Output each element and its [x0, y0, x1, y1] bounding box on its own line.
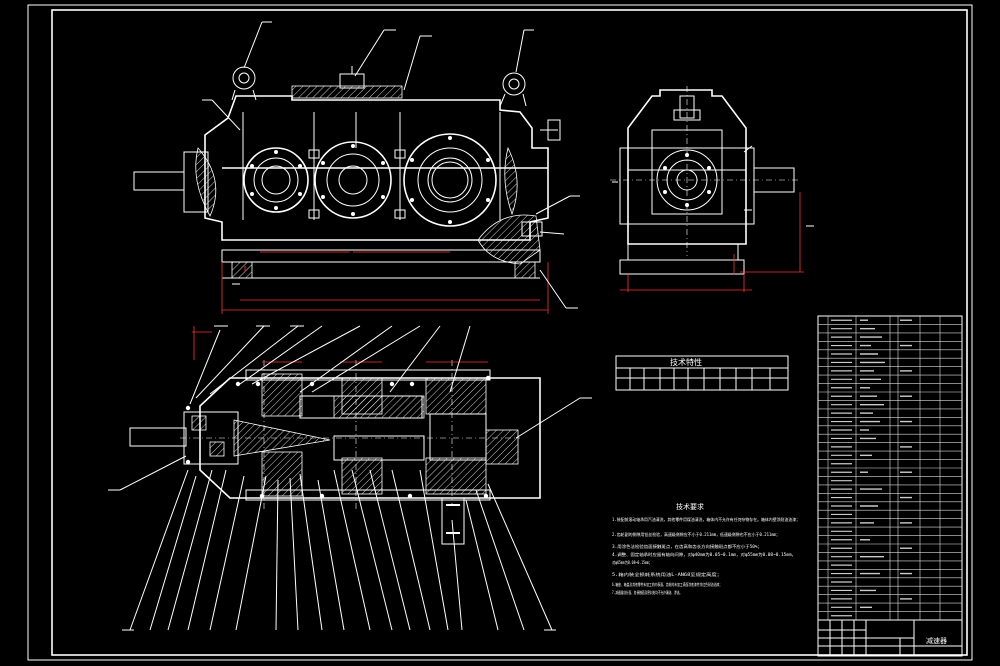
requirement-line: 4.调整、固定轴承时应留有轴向间隙，对φ40mm为0.05~0.1mm，对φ55… — [612, 551, 796, 558]
title-block: 减速器 — [817, 619, 963, 657]
front-view — [133, 21, 580, 314]
requirement-line: 2.齿轮副的侧隙用铅丝检验，高速级侧隙应不小于0.211mm，低速级侧隙也不应小… — [612, 531, 780, 538]
parts-list — [817, 315, 963, 621]
requirement-line: 6.箱座、箱盖及其他零件未加工的内表面，齿轮的未加工表面涂底漆并涂红色耐油油漆； — [612, 581, 722, 588]
drawing-title: 减速器 — [926, 636, 947, 645]
requirement-line: 7.减速器剖分面、各接触面及密封处均不允许漏油、渗油。 — [612, 589, 682, 596]
requirement-line: 5.箱内装全损耗系统用油L-AN68至规定高度； — [612, 571, 722, 578]
technical-requirements: 技术要求 1.装配前滚动轴承用汽油清洗，其他零件用煤油清洗，箱体内不允许有任何杂… — [612, 502, 800, 596]
top-view — [108, 325, 592, 631]
requirements-title: 技术要求 — [676, 502, 704, 511]
requirement-line: 对φ65mm为0.08~0.15mm； — [612, 559, 652, 566]
tech-params-table: 技术特性 — [615, 355, 789, 391]
side-view — [610, 86, 814, 292]
requirement-line: 3.用涂色法检验齿面接触斑点，在齿高和齿长方向接触斑点都不应小于50%； — [612, 543, 762, 550]
sheet-border — [27, 4, 973, 661]
tech-params-title: 技术特性 — [670, 357, 702, 367]
requirement-line: 1.装配前滚动轴承用汽油清洗，其他零件用煤油清洗，箱体内不允许有任何杂物存在。箱… — [612, 516, 800, 523]
